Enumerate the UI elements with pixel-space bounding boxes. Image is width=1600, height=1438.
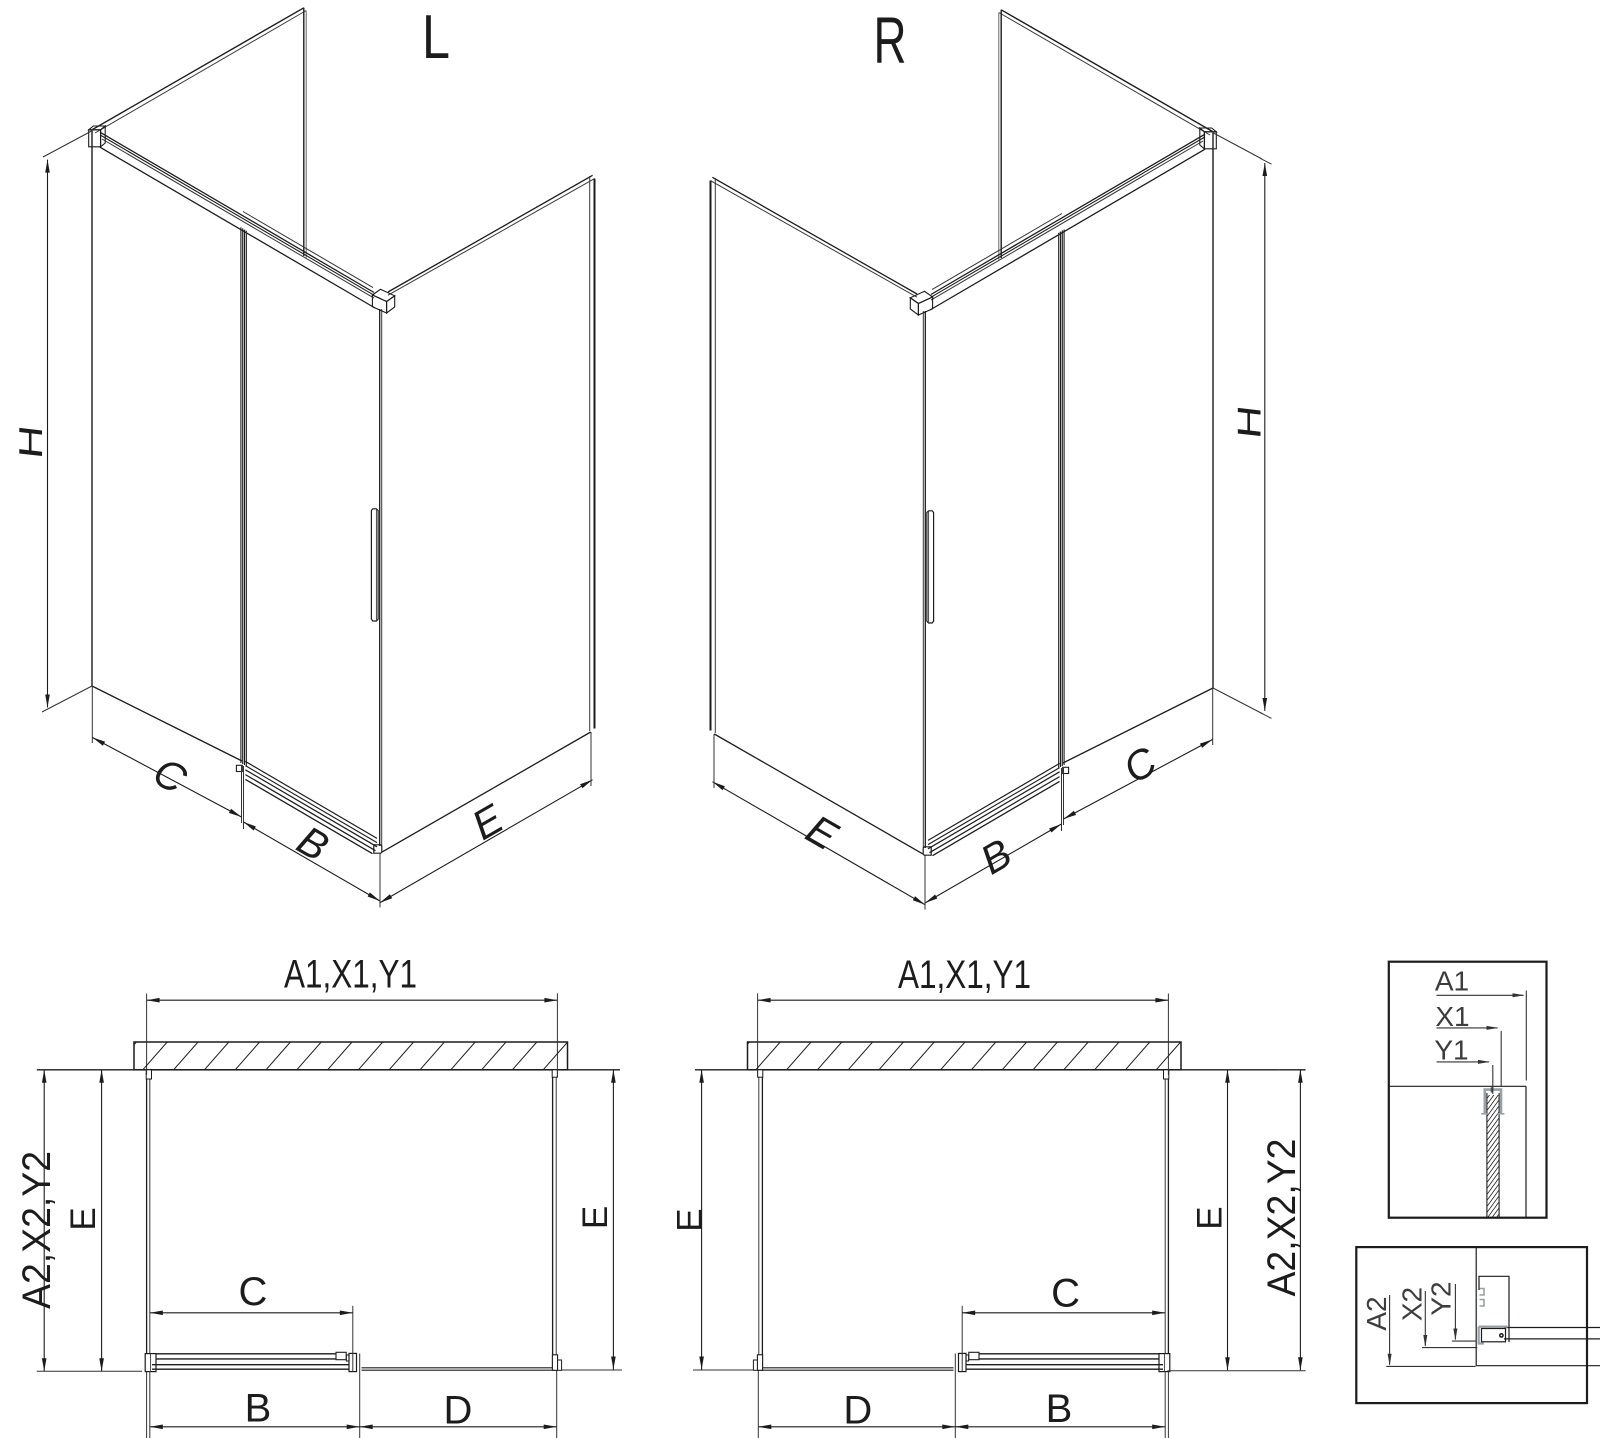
svg-text:D: D bbox=[444, 1389, 473, 1433]
svg-text:E: E bbox=[671, 1208, 710, 1231]
svg-text:A2,X2,Y2: A2,X2,Y2 bbox=[1260, 1139, 1304, 1297]
svg-text:X1: X1 bbox=[1435, 1001, 1469, 1032]
svg-text:A2,X2,Y2: A2,X2,Y2 bbox=[15, 1151, 59, 1309]
svg-text:E: E bbox=[576, 1206, 615, 1229]
svg-text:Y1: Y1 bbox=[1434, 1035, 1468, 1066]
svg-text:A1,X1,Y1: A1,X1,Y1 bbox=[284, 953, 417, 997]
svg-text:A1: A1 bbox=[1435, 966, 1469, 997]
svg-text:B: B bbox=[245, 1387, 272, 1431]
svg-text:E: E bbox=[1191, 1206, 1230, 1229]
svg-text:H: H bbox=[13, 423, 50, 462]
svg-text:E: E bbox=[64, 1207, 103, 1230]
svg-text:Y2: Y2 bbox=[1426, 1281, 1457, 1315]
svg-text:X2: X2 bbox=[1397, 1287, 1428, 1321]
svg-text:R: R bbox=[874, 3, 907, 77]
svg-text:A1,X1,Y1: A1,X1,Y1 bbox=[898, 953, 1031, 997]
svg-text:B: B bbox=[1046, 1387, 1073, 1431]
svg-text:L: L bbox=[422, 3, 450, 72]
svg-text:A2: A2 bbox=[1361, 1296, 1392, 1330]
svg-text:C: C bbox=[239, 1270, 268, 1314]
svg-text:C: C bbox=[1051, 1272, 1080, 1316]
svg-text:H: H bbox=[1232, 403, 1269, 442]
svg-text:D: D bbox=[843, 1389, 872, 1433]
